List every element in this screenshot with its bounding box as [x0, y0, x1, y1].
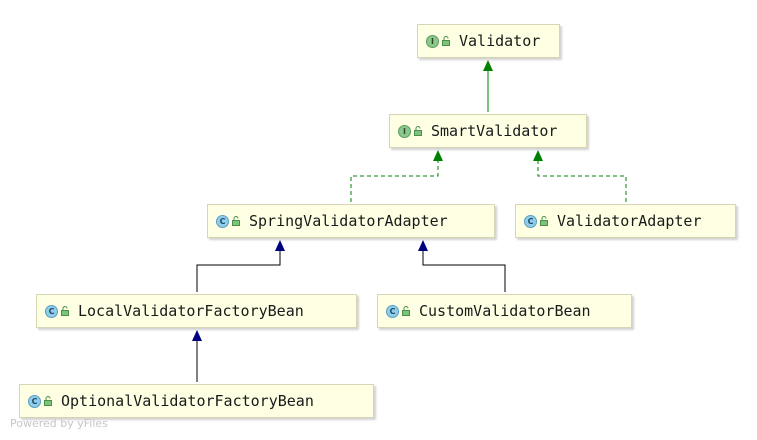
node-spring-validator-adapter[interactable]: C SpringValidatorAdapter	[207, 204, 495, 238]
edge-localvalidatorfactorybean-springvalidatoradapter	[196, 240, 285, 292]
open-lock-icon	[44, 396, 52, 406]
node-label: CustomValidatorBean	[419, 302, 591, 320]
node-label: OptionalValidatorFactoryBean	[61, 392, 314, 410]
open-lock-icon	[61, 306, 69, 316]
open-lock-icon	[402, 306, 410, 316]
class-icon: C	[216, 214, 229, 228]
class-icon: C	[45, 304, 58, 318]
node-validator-adapter[interactable]: C ValidatorAdapter	[515, 204, 736, 238]
open-lock-icon	[442, 36, 450, 46]
edge-smartvalidator-validator	[483, 60, 493, 112]
edge-optionalvalidatorfactorybean-localvalidatorfactorybean	[192, 330, 202, 382]
node-local-validator-factory-bean[interactable]: C LocalValidatorFactoryBean	[36, 294, 357, 328]
node-custom-validator-bean[interactable]: C CustomValidatorBean	[377, 294, 632, 328]
edge-validatoradapter-smartvalidator	[533, 150, 627, 202]
edge-customvalidatorbean-springvalidatoradapter	[418, 240, 506, 292]
node-label: LocalValidatorFactoryBean	[78, 302, 304, 320]
open-lock-icon	[414, 126, 422, 136]
open-lock-icon	[540, 216, 548, 226]
node-optional-validator-factory-bean[interactable]: C OptionalValidatorFactoryBean	[19, 384, 374, 418]
interface-icon: I	[398, 124, 411, 138]
watermark: Powered by yFiles	[10, 417, 108, 430]
interface-icon: I	[426, 34, 439, 48]
node-label: SpringValidatorAdapter	[249, 212, 448, 230]
class-icon: C	[524, 214, 537, 228]
node-label: SmartValidator	[431, 122, 558, 140]
class-icon: C	[386, 304, 399, 318]
node-label: ValidatorAdapter	[557, 212, 702, 230]
open-lock-icon	[232, 216, 240, 226]
edge-springvalidatoradapter-smartvalidator	[350, 150, 443, 202]
node-smart-validator[interactable]: I SmartValidator	[389, 114, 587, 148]
node-validator[interactable]: I Validator	[417, 24, 560, 58]
node-label: Validator	[459, 32, 541, 50]
class-icon: C	[28, 394, 41, 408]
